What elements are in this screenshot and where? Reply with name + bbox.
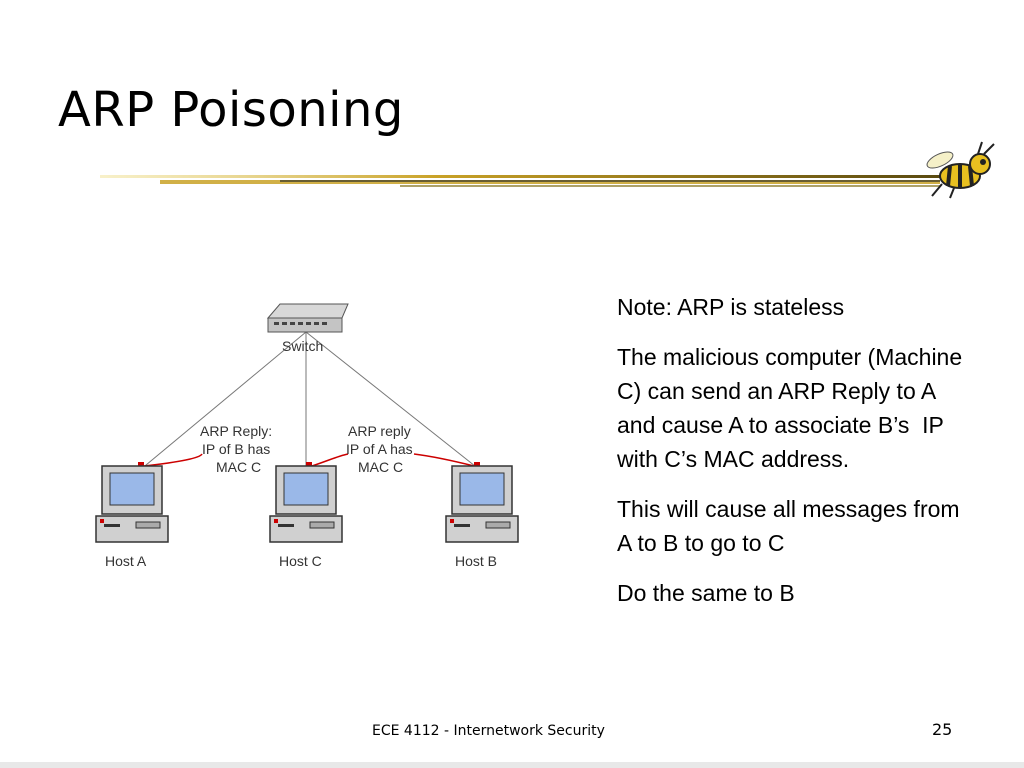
host-a-computer-icon <box>95 465 169 543</box>
svg-text:ARP Reply:: ARP Reply: <box>200 423 272 439</box>
note-paragraph: This will cause all messages from A to B… <box>617 496 965 556</box>
arp-reply-right-label: ARP reply IP of A has MAC C <box>346 423 413 475</box>
svg-text:IP of A has: IP of A has <box>346 441 413 457</box>
page-number: 25 <box>932 720 953 739</box>
svg-text:ARP reply: ARP reply <box>348 423 411 439</box>
network-switch-icon <box>266 303 349 333</box>
note-paragraph: Note: ARP is stateless <box>617 294 845 320</box>
bottom-edge-strip <box>0 762 1024 768</box>
switch-label: Switch <box>282 338 323 354</box>
arp-reply-left-label: ARP Reply: IP of B has MAC C <box>200 423 272 475</box>
host-a-label: Host A <box>105 553 147 569</box>
slide-footer: ECE 4112 - Internetwork Security <box>372 723 605 739</box>
notes-text-block: Note: ARP is stateless The malicious com… <box>617 290 977 626</box>
yellow-jacket-mascot-icon <box>926 141 995 199</box>
slide-title: ARP Poisoning <box>58 82 404 138</box>
host-c-label: Host C <box>279 553 322 569</box>
note-paragraph: Do the same to B <box>617 580 795 606</box>
arp-poisoning-network-diagram: Switch ARP Reply: IP of B has MAC C ARP … <box>95 303 519 569</box>
svg-text:MAC C: MAC C <box>216 459 261 475</box>
title-divider-rule <box>100 175 940 187</box>
network-links <box>139 331 481 471</box>
arp-reply-arrows <box>143 453 475 467</box>
host-b-computer-icon <box>445 465 519 543</box>
host-b-label: Host B <box>455 553 497 569</box>
svg-text:IP of B has: IP of B has <box>202 441 270 457</box>
svg-text:MAC C: MAC C <box>358 459 403 475</box>
host-c-computer-icon <box>269 465 343 543</box>
note-paragraph: The malicious computer (Machine C) can s… <box>617 344 969 472</box>
